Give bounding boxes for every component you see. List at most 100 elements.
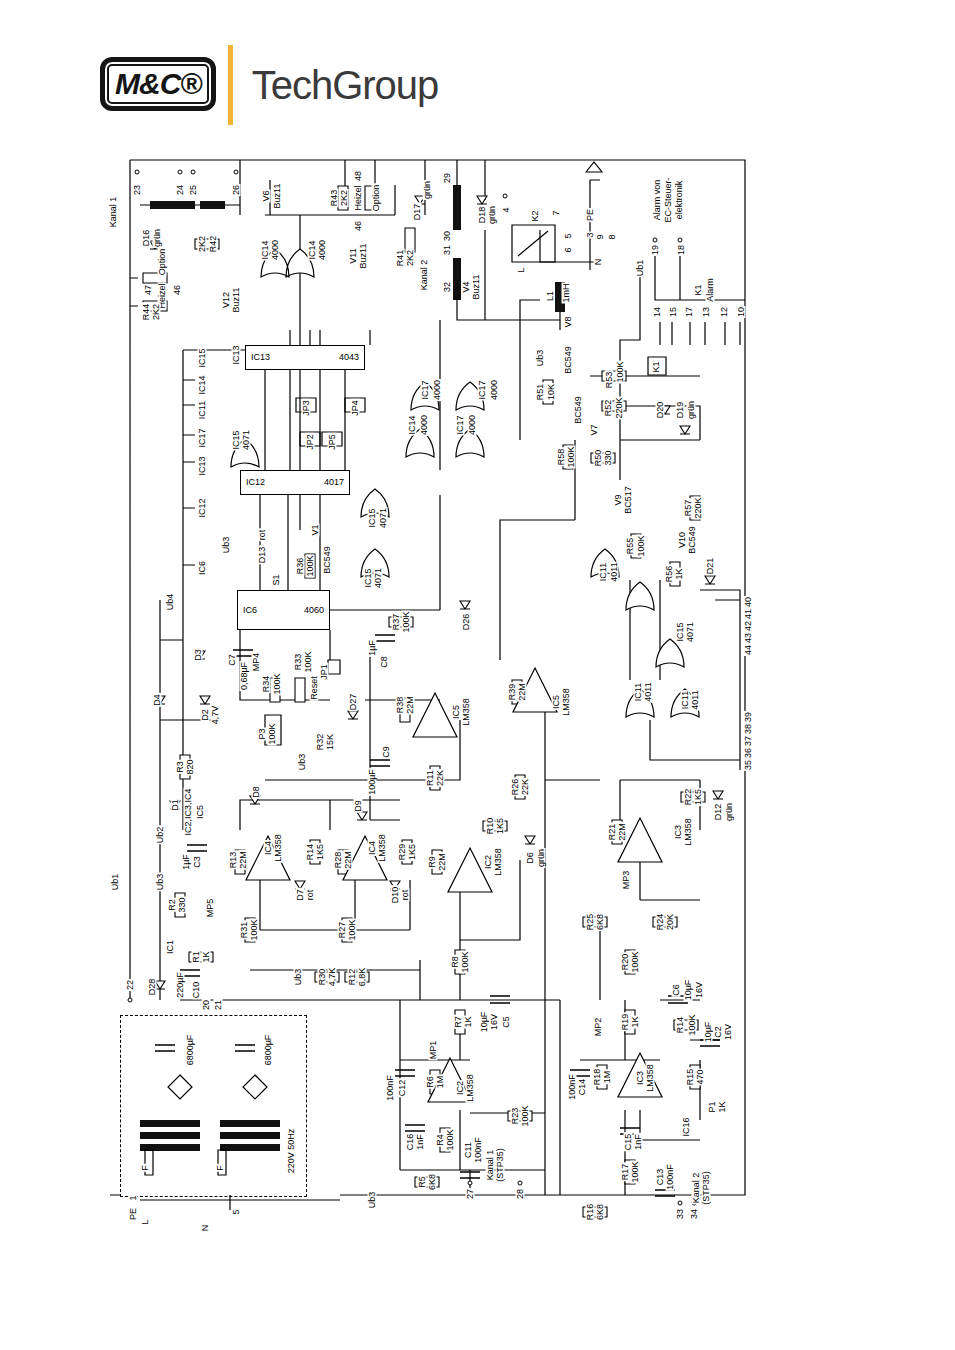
component-label: 100nF	[474, 1136, 483, 1164]
component-label: 15	[669, 306, 678, 318]
component-label: IC11	[599, 562, 608, 582]
component-label: IC17	[421, 379, 430, 400]
component-label: 44	[744, 644, 753, 656]
component-label: 25	[189, 184, 198, 196]
component-label: R6	[426, 1075, 435, 1089]
component-label: Heizel	[354, 184, 363, 211]
component-label: IC14	[261, 239, 270, 260]
component-label: grün	[423, 180, 432, 200]
component-label: IC14	[198, 374, 207, 395]
component-label: 100K	[631, 950, 640, 973]
component-label: Kanal 1	[109, 196, 118, 229]
component-label: R4	[436, 1133, 445, 1147]
component-label: 330	[178, 896, 187, 913]
component-label: R44	[142, 303, 151, 322]
component-label: JP2	[306, 433, 315, 451]
component-label: D8	[252, 785, 261, 799]
node-text: IC12	[246, 478, 265, 487]
component-label: 1mH	[562, 282, 571, 303]
component-label: grün	[537, 848, 546, 868]
component-label: BC549	[323, 545, 332, 575]
component-label: 820	[186, 758, 195, 775]
wire-connector	[264, 370, 265, 470]
component-label: K2	[531, 209, 540, 222]
component-label: Ub2	[156, 826, 165, 845]
component-label: 1K5	[694, 788, 703, 806]
component-label: LM358	[378, 833, 387, 863]
component-label: 1K	[464, 1015, 473, 1028]
component-label: 6K8	[596, 1203, 605, 1221]
component-label: R10	[486, 817, 495, 836]
component-label: R55	[626, 537, 635, 556]
component-label: PE	[586, 208, 595, 222]
opamp-symbol	[246, 668, 662, 1102]
logic-gate-symbol	[231, 249, 699, 717]
component-label: IC14	[308, 239, 317, 260]
component-label: 5	[232, 1208, 241, 1215]
component-label: N	[594, 258, 603, 267]
component-label: R25	[586, 913, 595, 932]
component-label: D1	[171, 798, 180, 812]
component-label: 12	[720, 306, 729, 318]
component-label: JP5	[328, 433, 337, 451]
component-label: 100K	[273, 672, 282, 695]
component-label: 1K5	[496, 817, 505, 835]
component-label: 37	[744, 735, 753, 747]
component-label: D27	[349, 693, 358, 712]
component-label: R33	[294, 653, 303, 672]
component-label: IC11	[681, 690, 690, 710]
component-label: 10µF	[704, 1021, 713, 1044]
component-label: Buz11	[232, 287, 241, 314]
component-label: 1µF	[368, 639, 377, 657]
component-label: R38	[396, 696, 405, 715]
component-label: IC17	[456, 414, 465, 435]
component-label: R21	[608, 823, 617, 842]
component-label: JP4	[351, 399, 360, 417]
component-label: 47	[144, 284, 153, 296]
component-label: 16V	[490, 1013, 499, 1031]
component-label: 41	[744, 608, 753, 620]
component-label: IC5	[552, 694, 561, 710]
component-label: 23	[133, 184, 142, 196]
component-label: 46	[354, 220, 363, 232]
component-label: Ub3	[294, 968, 303, 987]
component-label: 6	[564, 246, 573, 253]
component-label: IC17	[478, 379, 487, 400]
component-label: 220µF	[176, 971, 185, 999]
component-label: 20K	[666, 913, 675, 931]
component-label: 40	[744, 596, 753, 608]
component-label: 30	[443, 230, 452, 242]
node-text: 220V 50Hz	[287, 1128, 296, 1175]
component-label: Buz11	[359, 243, 368, 270]
component-label: BC517	[624, 485, 633, 515]
component-label: 13	[702, 306, 711, 318]
component-label: K1	[694, 283, 703, 296]
component-label: C15	[624, 1133, 633, 1152]
component-label: IC15	[232, 429, 241, 450]
component-label: 1M	[436, 1075, 445, 1090]
component-label: 4000	[318, 239, 327, 261]
component-label: R14	[306, 843, 315, 862]
component-label: 330	[604, 449, 613, 466]
component-label: R57	[684, 499, 693, 518]
component-label: 22M	[344, 850, 353, 870]
component-label: 22K	[436, 769, 445, 787]
component-label: N	[201, 1224, 210, 1233]
component-label: 470	[696, 1068, 705, 1085]
component-label: 24	[176, 184, 185, 196]
component-label: 22M	[239, 850, 248, 870]
component-label: R43	[330, 189, 339, 208]
component-label: L	[517, 266, 526, 273]
component-label: PE	[129, 1207, 138, 1221]
component-label: D9	[354, 799, 363, 813]
component-label: 32	[443, 281, 452, 293]
component-label: BC549	[688, 525, 697, 555]
component-label: 15K	[326, 733, 335, 751]
component-label: C16	[406, 1133, 415, 1152]
component-label: rot	[401, 889, 410, 902]
component-label: D19	[676, 401, 685, 420]
component-label: 100K	[521, 1104, 530, 1127]
component-label: EC-Steuer-	[664, 176, 673, 223]
component-label: V10	[678, 531, 687, 549]
